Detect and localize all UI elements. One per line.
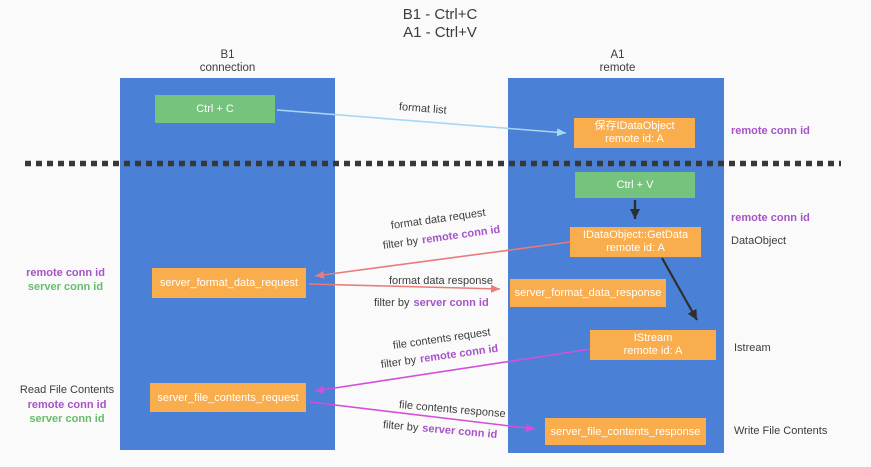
ctrl-v-box: Ctrl + V (575, 172, 695, 198)
server-format-data-request-label: server_format_data_request (159, 277, 299, 289)
server-format-data-response-box: server_format_data_response (510, 279, 666, 307)
left-column-header: B1 connection (160, 49, 295, 75)
idataobject-getdata-box: IDataObject::GetData remote id: A (570, 227, 701, 257)
title-line-2: A1 - Ctrl+V (403, 24, 477, 41)
left-column-name: B1 (220, 49, 235, 61)
read-file-contents-label: Read File Contents (19, 384, 115, 396)
server-file-contents-response-label: server_file_contents_response (550, 425, 701, 438)
right-remote-conn-id-top-label: remote conn id (731, 125, 810, 137)
server-file-contents-response-box: server_file_contents_response (545, 418, 706, 445)
filter-by-text: filter by (382, 419, 419, 435)
idataobject-getdata-label: IDataObject::GetData (582, 229, 689, 241)
server-conn-id-text: server conn id (421, 422, 498, 441)
format-list-label: format list (398, 101, 448, 117)
server-format-data-response-label: server_format_data_response (514, 287, 662, 299)
right-column-subtitle: remote (599, 62, 636, 74)
idataobject-getdata-remote-id: remote id: A (606, 242, 665, 254)
left-conn-id-annotation: remote conn id server conn id (18, 266, 113, 294)
ctrl-v-label: Ctrl + V (616, 179, 654, 191)
server-conn-id-text: server conn id (413, 297, 489, 309)
title-line-1: B1 - Ctrl+C (402, 6, 478, 23)
write-file-contents-label: Write File Contents (734, 425, 828, 437)
istream-remote-id: remote id: A (623, 345, 683, 357)
save-idataobject-box: 保存IDataObject remote id: A (574, 118, 695, 148)
right-column-header: A1 remote (550, 49, 685, 75)
istream-box: IStream remote id: A (590, 330, 716, 360)
ctrl-c-box: Ctrl + C (155, 95, 275, 123)
save-idataobject-remote-id: remote id: A (605, 133, 664, 145)
left-remote-conn-id-label-2: remote conn id (27, 399, 107, 411)
istream-side-label: Istream (734, 342, 771, 354)
right-remote-conn-id-mid-label: remote conn id (731, 212, 810, 224)
left-server-conn-id-label-2: server conn id (29, 413, 105, 425)
filter-by-text: filter by (382, 235, 419, 252)
server-format-data-request-box: server_format_data_request (152, 268, 306, 298)
filter-by-text: filter by (374, 297, 410, 309)
left-column-subtitle: connection (199, 62, 256, 74)
format-data-response-label: format data response (389, 275, 493, 287)
diagram-title: B1 - Ctrl+C A1 - Ctrl+V (330, 6, 550, 42)
read-file-contents-annotation: Read File Contents remote conn id server… (12, 383, 122, 426)
ctrl-c-label: Ctrl + C (196, 103, 234, 115)
file-contents-response-label: file contents response (398, 399, 507, 421)
filter-by-text: filter by (380, 354, 417, 371)
right-column-name: A1 (610, 49, 625, 61)
left-server-conn-id-label: server conn id (27, 281, 104, 293)
remote-conn-id-text: remote conn id (421, 223, 501, 247)
server-file-contents-request-label: server_file_contents_request (157, 391, 299, 404)
save-idataobject-label: 保存IDataObject (594, 120, 675, 132)
dataobject-label: DataObject (731, 235, 787, 247)
server-file-contents-request-box: server_file_contents_request (150, 383, 306, 412)
left-remote-conn-id-label: remote conn id (26, 267, 105, 279)
istream-label: IStream (633, 332, 673, 344)
